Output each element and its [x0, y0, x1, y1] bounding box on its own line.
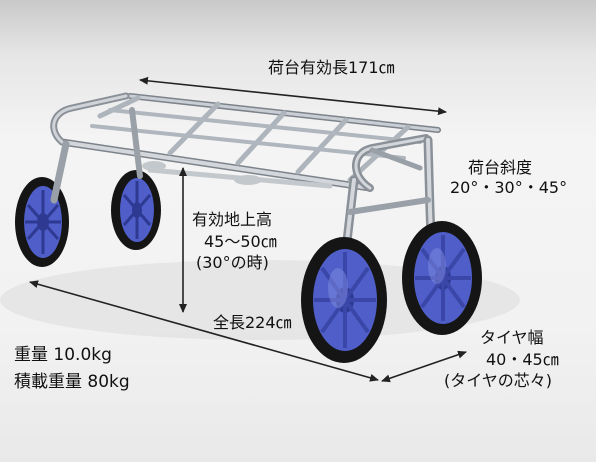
- length-arrow: [139, 76, 447, 116]
- deck-angle-title: 荷台斜度: [468, 158, 533, 177]
- tire-width-range: 40・45㎝: [486, 350, 559, 369]
- ground-clearance-title: 有効地上高: [192, 210, 273, 229]
- front-left-wheel: [301, 237, 387, 363]
- deck-angle-values: 20°・30°・45°: [450, 178, 568, 197]
- deck-length-label: 荷台有効長171㎝: [268, 58, 395, 77]
- ground-clearance-range: 45〜50㎝: [204, 232, 277, 251]
- rear-right-wheel: [111, 170, 161, 250]
- tire-width-note: (タイヤの芯々): [444, 371, 553, 390]
- tire-width-arrow: [381, 350, 467, 383]
- weight-spec: 重量 10.0kg: [14, 345, 112, 365]
- dimension-arrows: [29, 76, 467, 383]
- total-length-label: 全長224㎝: [213, 313, 292, 332]
- tire-width-title: タイヤ幅: [480, 328, 544, 347]
- ground-clearance-note: (30°の時): [196, 253, 269, 272]
- rear-left-wheel: [15, 177, 69, 267]
- total-length-arrow: [29, 280, 379, 382]
- load-capacity-spec: 積載重量 80kg: [14, 372, 130, 392]
- front-right-wheel: [402, 221, 482, 335]
